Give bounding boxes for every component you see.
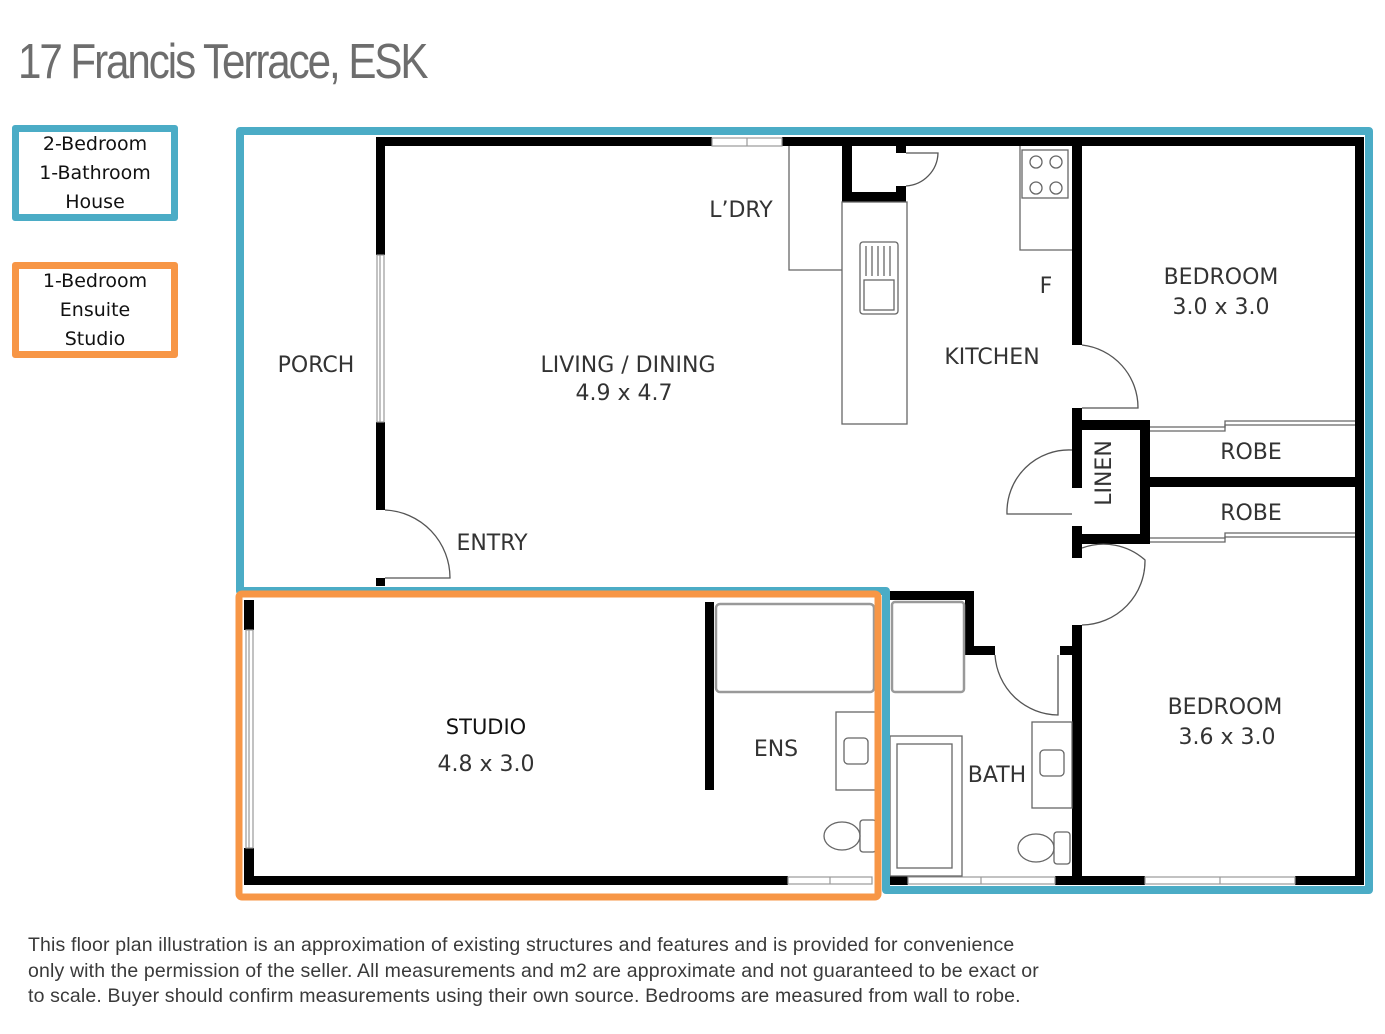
label-fridge: F [1040, 274, 1053, 299]
property-address-title: 17 Francis Terrace, ESK [18, 35, 429, 89]
label-entry: ENTRY [456, 531, 528, 556]
house-outline [236, 127, 1373, 894]
label-robe-2: ROBE [1220, 501, 1282, 526]
legend-house-line-2: 1-Bathroom [39, 161, 151, 184]
label-kitchen: KITCHEN [944, 345, 1039, 370]
disclaimer-line-2: only with the permission of the seller. … [28, 959, 1039, 982]
label-studio-size: 4.8 x 3.0 [438, 752, 535, 777]
label-bedroom-2-size: 3.6 x 3.0 [1179, 725, 1276, 750]
label-bath: BATH [968, 763, 1026, 788]
legend-house-line-3: House [65, 190, 125, 213]
label-laundry: L’DRY [709, 198, 773, 223]
label-linen: LINEN [1092, 440, 1117, 506]
label-bedroom-1: BEDROOM [1164, 265, 1279, 290]
legend-studio-line-1: 1-Bedroom [42, 269, 148, 292]
label-robe-1: ROBE [1220, 440, 1282, 465]
label-living-dining: LIVING / DINING [540, 353, 715, 378]
disclaimer: This floor plan illustration is an appro… [28, 933, 1378, 1010]
legend-studio-line-2: Ensuite [59, 298, 131, 321]
fixtures [714, 146, 1355, 877]
floor-plan: PORCH LIVING / DINING 4.9 x 4.7 L’DRY KI… [235, 127, 1373, 901]
windows [245, 137, 1296, 885]
disclaimer-line-1: This floor plan illustration is an appro… [28, 934, 1015, 956]
walls [244, 137, 1364, 885]
legend-studio: 1-Bedroom Ensuite Studio [12, 262, 178, 358]
label-bedroom-1-size: 3.0 x 3.0 [1173, 295, 1270, 320]
label-ensuite: ENS [754, 737, 798, 762]
legend-house: 2-Bedroom 1-Bathroom House [12, 125, 178, 221]
label-bedroom-2: BEDROOM [1168, 695, 1283, 720]
disclaimer-line-3: to scale. Buyer should confirm measureme… [28, 985, 1021, 1007]
legend-studio-line-3: Studio [64, 327, 126, 350]
label-studio: STUDIO [446, 715, 526, 739]
legend-house-line-1: 2-Bedroom [42, 132, 148, 155]
studio-outline [235, 590, 882, 901]
label-porch: PORCH [278, 353, 355, 378]
label-living-dining-size: 4.9 x 4.7 [576, 381, 673, 406]
door-swings [384, 152, 1146, 716]
